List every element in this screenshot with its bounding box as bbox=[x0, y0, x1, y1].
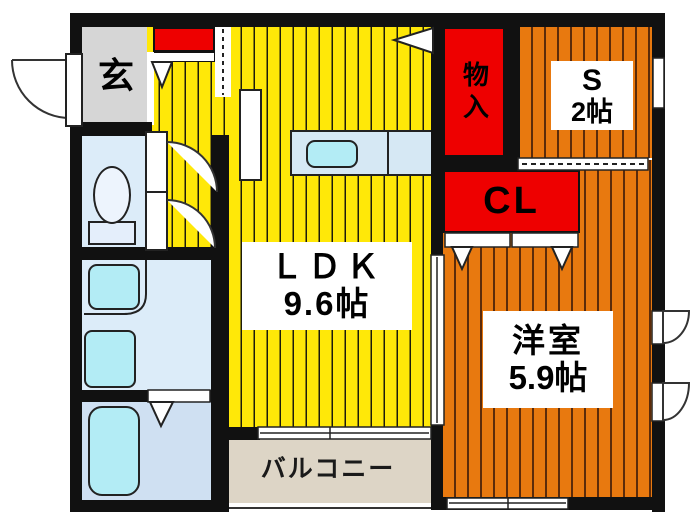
entrance-door-swing-arc bbox=[11, 59, 71, 119]
wall-washroom-bath bbox=[82, 390, 211, 402]
wall-bottom-left bbox=[70, 500, 225, 512]
shoe-cabinet bbox=[153, 27, 215, 52]
ldk-size: 9.6帖 bbox=[283, 285, 371, 322]
washer-pan bbox=[84, 330, 136, 388]
service-label-box: S 2帖 bbox=[551, 61, 633, 130]
closet-box: CL bbox=[443, 170, 580, 233]
balcony-floor bbox=[225, 439, 431, 503]
western-size: 5.9帖 bbox=[508, 358, 588, 396]
ldk-label-box: ＬＤＫ 9.6帖 bbox=[242, 242, 412, 330]
wall-top bbox=[70, 13, 665, 27]
wall-right bbox=[652, 13, 665, 512]
entrance-label-wrap: 玄 bbox=[82, 27, 150, 125]
entrance-label: 玄 bbox=[97, 54, 134, 96]
washbasin bbox=[88, 264, 140, 310]
wall-bottom-right bbox=[431, 497, 665, 510]
wall-balcony-stub bbox=[229, 427, 260, 440]
ldk-label: ＬＤＫ bbox=[270, 248, 384, 286]
toilet-bowl bbox=[93, 166, 131, 224]
balcony-rail-strip bbox=[225, 503, 431, 509]
closet-label: CL bbox=[483, 180, 540, 223]
kitchen-sink bbox=[306, 140, 358, 168]
storage-label: 物入 bbox=[459, 60, 490, 125]
service-label: S bbox=[581, 63, 602, 97]
balcony-label: バルコニー bbox=[260, 455, 396, 483]
toilet-tank bbox=[88, 221, 136, 245]
wall-ldk-east-lower bbox=[431, 425, 443, 500]
wall-storage-service bbox=[505, 27, 518, 158]
balcony-sliding-window bbox=[257, 426, 432, 440]
western-east-window-1-swing bbox=[662, 310, 691, 345]
corridor-floor bbox=[147, 135, 211, 247]
entrance-step-strip bbox=[147, 52, 154, 125]
service-size: 2帖 bbox=[570, 97, 614, 128]
balcony-label-wrap: バルコニー bbox=[225, 439, 431, 499]
western-label-box: 洋室 5.9帖 bbox=[483, 311, 613, 408]
western-label: 洋室 bbox=[512, 321, 584, 359]
wall-toilet-washroom bbox=[82, 247, 229, 260]
wall-under-storage bbox=[443, 155, 520, 172]
western-east-window-2-swing bbox=[662, 382, 691, 422]
wall-left bbox=[70, 13, 82, 512]
wall-ldk-east bbox=[431, 27, 443, 255]
wall-entrance-toilet bbox=[82, 122, 152, 136]
kitchen-counter bbox=[290, 130, 440, 176]
entrance-room bbox=[82, 27, 150, 125]
ldk-floor bbox=[229, 27, 431, 428]
bathtub bbox=[88, 406, 140, 496]
storage-room: 物入 bbox=[443, 27, 505, 158]
shoe-cabinet-door-strip bbox=[153, 52, 215, 62]
